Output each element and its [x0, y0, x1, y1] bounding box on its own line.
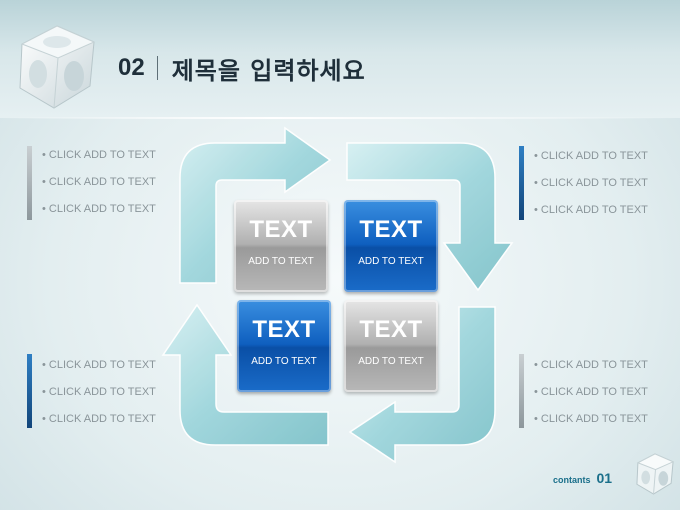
bullet-item: • CLICK ADD TO TEXT	[42, 203, 156, 215]
bullet-item: • CLICK ADD TO TEXT	[42, 149, 156, 161]
footer-page-number: 01	[596, 470, 613, 486]
cycle-box-subtitle: ADD TO TEXT	[251, 356, 317, 367]
bullet-list-top-left: • CLICK ADD TO TEXT • CLICK ADD TO TEXT …	[42, 148, 156, 229]
cycle-box-subtitle: ADD TO TEXT	[358, 356, 424, 367]
blue-accent-bar	[27, 354, 32, 428]
gray-accent-bar	[519, 354, 524, 428]
bullet-item: • CLICK ADD TO TEXT	[534, 177, 648, 189]
bullet-item: • CLICK ADD TO TEXT	[42, 413, 156, 425]
cycle-box-subtitle: ADD TO TEXT	[248, 256, 314, 267]
bullet-item: • CLICK ADD TO TEXT	[534, 359, 648, 371]
cycle-box-4: TEXT ADD TO TEXT	[344, 300, 438, 392]
bullet-item: • CLICK ADD TO TEXT	[42, 386, 156, 398]
bullet-item: • CLICK ADD TO TEXT	[534, 386, 648, 398]
cycle-box-title: TEXT	[359, 316, 423, 343]
header-band	[0, 0, 680, 118]
cycle-box-title: TEXT	[252, 316, 316, 343]
bullet-list-bottom-left: • CLICK ADD TO TEXT • CLICK ADD TO TEXT …	[42, 358, 156, 439]
footer-label: contants	[553, 475, 591, 485]
bullet-item: • CLICK ADD TO TEXT	[534, 413, 648, 425]
cycle-box-subtitle: ADD TO TEXT	[358, 256, 424, 267]
cycle-box-1: TEXT ADD TO TEXT	[234, 200, 328, 292]
blue-accent-bar	[519, 146, 524, 220]
cycle-box-2: TEXT ADD TO TEXT	[344, 200, 438, 292]
cycle-box-title: TEXT	[359, 216, 423, 243]
title-text: 제목을 입력하세요	[171, 56, 366, 85]
bullet-item: • CLICK ADD TO TEXT	[534, 150, 648, 162]
bullet-item: • CLICK ADD TO TEXT	[42, 359, 156, 371]
footer-page-indicator: contants 01	[553, 470, 612, 486]
cycle-box-3: TEXT ADD TO TEXT	[237, 300, 331, 392]
cycle-box-title: TEXT	[249, 216, 313, 243]
gray-accent-bar	[27, 146, 32, 220]
bullet-list-top-right: • CLICK ADD TO TEXT • CLICK ADD TO TEXT …	[534, 149, 648, 230]
cube-logo-icon	[19, 25, 96, 109]
page-title: 02 제목을 입력하세요	[118, 52, 366, 85]
title-number: 02	[118, 54, 145, 81]
bullet-item: • CLICK ADD TO TEXT	[534, 204, 648, 216]
title-separator	[156, 56, 158, 80]
bullet-list-bottom-right: • CLICK ADD TO TEXT • CLICK ADD TO TEXT …	[534, 358, 648, 439]
cube-logo-icon	[636, 453, 675, 495]
header-divider	[0, 117, 680, 119]
bullet-item: • CLICK ADD TO TEXT	[42, 176, 156, 188]
